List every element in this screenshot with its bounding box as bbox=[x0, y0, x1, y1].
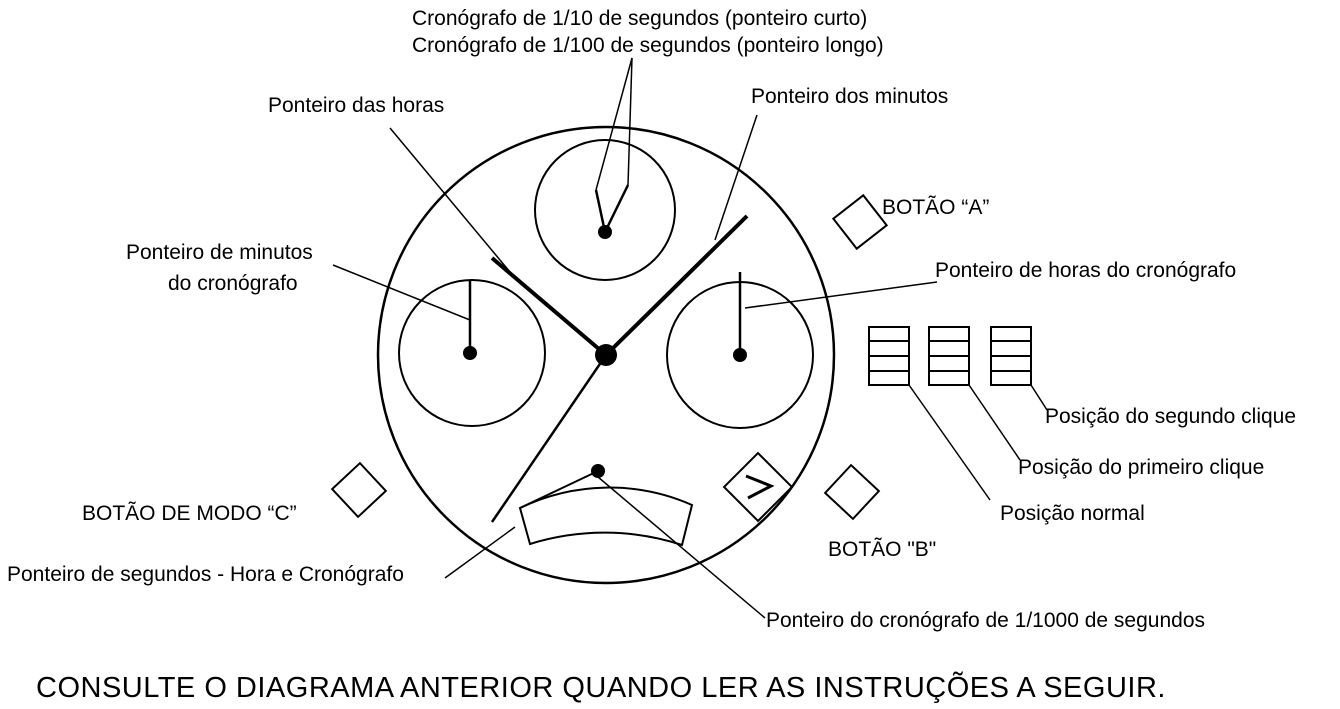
label-seconds-hand: Ponteiro de segundos - Hora e Cronógrafo bbox=[7, 563, 404, 586]
thousandth-hand bbox=[519, 470, 599, 509]
label-first-click: Posição do primeiro clique bbox=[1018, 456, 1264, 479]
leader-lines bbox=[332, 57, 1048, 619]
thousandth-arc bbox=[518, 486, 694, 547]
left-subdial bbox=[398, 279, 546, 427]
button-b-shape bbox=[823, 463, 881, 521]
left-subdial-pivot bbox=[463, 346, 477, 360]
label-chrono-hour: Ponteiro de horas do cronógrafo bbox=[935, 259, 1236, 282]
button-a-shape bbox=[831, 193, 889, 251]
button-c-shape bbox=[330, 461, 388, 519]
main-minute-hand bbox=[604, 214, 749, 357]
date-window-mark bbox=[745, 474, 775, 500]
right-subdial-pivot bbox=[733, 348, 747, 362]
date-window bbox=[722, 451, 794, 523]
top-subdial-pivot bbox=[598, 225, 612, 239]
label-mode-button-c: BOTÃO DE MODO “C” bbox=[82, 501, 297, 525]
label-chrono-minute-2: do cronógrafo bbox=[168, 272, 298, 295]
crown-second-click bbox=[990, 326, 1032, 386]
label-chrono-thousandth: Ponteiro do cronógrafo de 1/1000 de segu… bbox=[766, 609, 1205, 632]
label-second-click: Posição do segundo clique bbox=[1045, 405, 1296, 428]
label-button-b: BOTÃO "B" bbox=[828, 537, 936, 561]
label-chrono-minute-1: Ponteiro de minutos bbox=[126, 241, 313, 264]
top-subdial-short-hand bbox=[594, 189, 607, 233]
main-pivot bbox=[595, 344, 617, 366]
main-hour-hand bbox=[490, 256, 608, 357]
watch-case bbox=[376, 125, 836, 585]
top-subdial-long-hand bbox=[603, 184, 630, 233]
label-chrono-tenth: Cronógrafo de 1/10 de segundos (ponteiro… bbox=[412, 7, 867, 30]
crown-normal-position bbox=[868, 326, 910, 386]
instruction-caption: CONSULTE O DIAGRAMA ANTERIOR QUANDO LER … bbox=[36, 670, 1166, 704]
top-subdial bbox=[534, 139, 676, 281]
label-hour-hand: Ponteiro das horas bbox=[268, 94, 444, 117]
crown-first-click bbox=[928, 326, 970, 386]
label-chrono-hundredth: Cronógrafo de 1/100 de segundos (ponteir… bbox=[412, 34, 884, 57]
label-normal-position: Posição normal bbox=[1000, 502, 1145, 525]
label-button-a: BOTÃO “A” bbox=[882, 195, 989, 219]
label-minute-hand: Ponteiro dos minutos bbox=[751, 85, 948, 108]
main-seconds-hand bbox=[490, 354, 608, 523]
